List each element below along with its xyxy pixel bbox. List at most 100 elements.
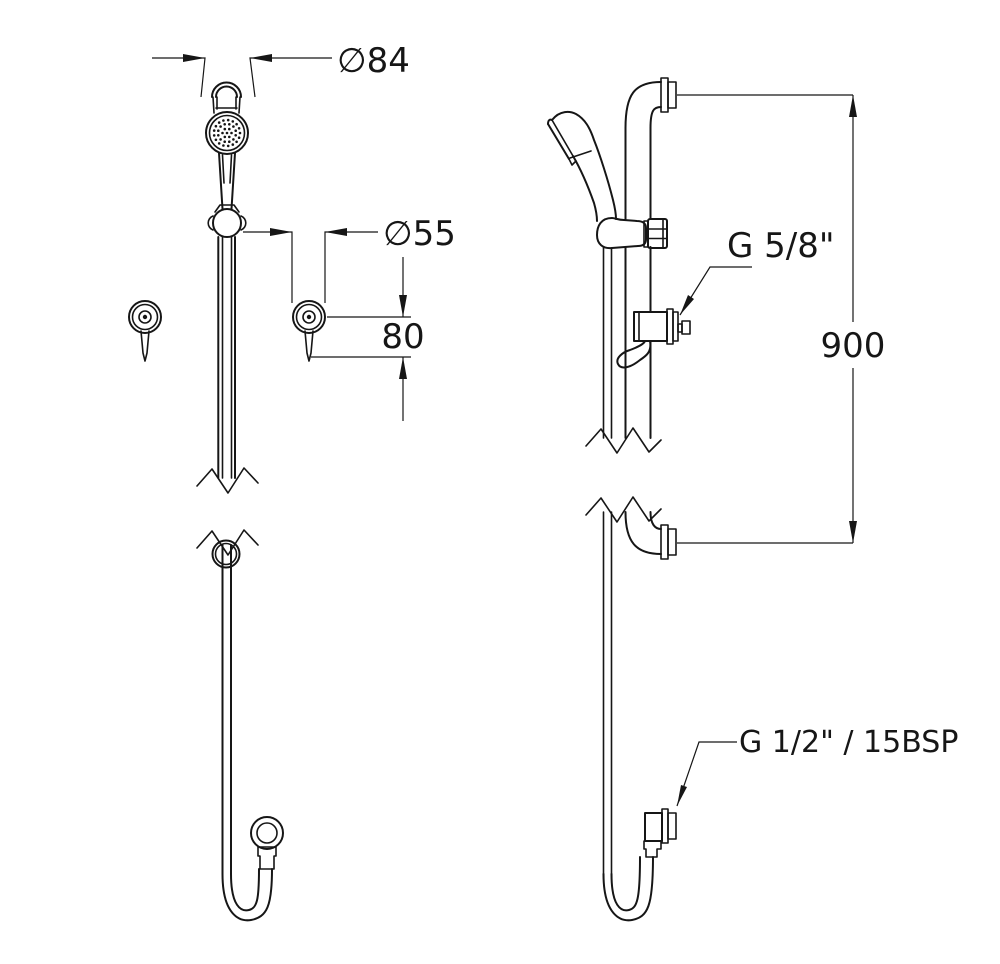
bracket-ring [212,208,242,238]
hose-u-outer [221,868,273,922]
wall-bracket-right [292,300,326,362]
bracket-center [142,314,148,320]
top-flange-boss [667,81,677,109]
bracket-mid [295,303,323,331]
bracket-center [306,314,312,320]
bracket-outer [292,300,326,334]
neck-left [212,96,215,114]
hook-outer-arc [211,81,242,98]
dim-bracket-hook-offset: 80 [311,257,425,421]
wall-bracket-left [128,300,162,362]
dim-head-diameter: ∅84 [152,41,410,98]
face-edge-outer [547,123,570,160]
leader-g12 [676,741,737,807]
bracket-hub [302,310,316,324]
face-bottom-lip [568,158,577,166]
arrowhead-84-left [183,54,205,62]
connector-lever [616,340,652,369]
rail-bend-bottom-outer [624,511,662,555]
handshower-side [547,110,668,250]
bracket-ear-left [207,215,214,231]
dim-label-bracket-diameter: ∅55 [383,214,456,254]
bracket-hub [138,310,152,324]
hose-side [602,247,654,922]
hook-inner-arc [215,85,238,98]
arrowhead-80-bottom [399,357,407,379]
hose-front [221,544,284,922]
hose-u-inner [610,856,641,912]
holder-body [596,217,647,250]
hose-u-inner [230,868,260,912]
arrowhead-55-left [270,228,292,236]
leader-arrowhead-g58 [680,295,694,315]
slider-bracket-front [207,204,247,238]
top-flange-plate [660,77,669,113]
dim-bracket-diameter: ∅55 [243,214,456,303]
rail-end-ring-outer [211,539,241,569]
leader-arrowhead-g12 [677,785,687,806]
arrowhead-900-bottom [849,521,857,543]
wall-outlet-elbow [643,808,677,858]
label-supply-connection: G 5/8" [679,226,835,316]
rail-bend-bottom-inner [649,511,662,530]
supply-connector [616,308,691,369]
label-wall-outlet-connection: G 1/2" / 15BSP [676,725,958,807]
dim-label-head-diameter: ∅84 [337,41,410,81]
label-text-wall-outlet-connection: G 1/2" / 15BSP [739,725,958,760]
head-rim-outer [205,111,249,155]
bracket-cap [214,204,240,213]
arrowhead-900-top [849,95,857,117]
dim-label-bracket-hook-offset: 80 [381,317,424,357]
elbow-flange-boss [667,812,677,840]
leader-g58 [679,266,752,316]
bracket-ear-right [240,215,247,231]
handle-left-inner [221,154,225,184]
handle-inner-outline [572,155,598,222]
hose-u-outer [602,856,654,922]
head-rim-inner [208,114,246,152]
holder-knob-knurl [647,219,668,249]
rail-bend-top-outer [624,81,662,129]
handle-left [218,152,224,210]
face-edge-inner [551,119,574,157]
bracket-hook [140,330,150,362]
break-line-lower [196,529,259,556]
rail-side [585,77,677,560]
bracket-hook [304,330,314,362]
dim-label-rail-height: 900 [821,326,886,366]
bracket-outer [128,300,162,334]
rail-bend-top-inner [649,106,662,129]
head-seam [569,150,592,159]
dim-line-left-55 [243,231,293,303]
arrowhead-55-right [325,228,347,236]
front-view: ∅84 [128,41,456,922]
rail-end-ring-inner [214,542,238,566]
spray-face-dots [212,118,242,148]
side-view: 900 G 5/8" G 1/2" / 15BSP [547,77,958,922]
dim-line-left-84 [152,57,206,98]
outlet-ring-outer [250,816,284,850]
rail-front [196,236,259,569]
label-text-supply-connection: G 5/8" [727,226,835,266]
dim-line-right-84 [249,57,332,98]
head-back-outline [551,110,617,220]
break-line-upper [196,467,259,494]
handle-right [230,152,236,210]
neck-right [238,96,241,114]
hose-nut-front [257,846,277,870]
dim-line-right-55 [324,231,378,303]
bracket-mid [131,303,159,331]
elbow-body [644,812,663,842]
bottom-flange-boss [667,528,677,556]
thread-head [681,320,691,335]
arrowhead-80-top [399,295,407,317]
dim-rail-height: 900 [677,94,886,544]
bottom-flange-plate [660,524,669,560]
handle-right-inner [229,154,233,184]
elbow-hose-nut [643,840,662,858]
handshower-front [205,81,249,210]
outlet-ring-inner [256,822,278,844]
break-line-upper [585,427,662,454]
